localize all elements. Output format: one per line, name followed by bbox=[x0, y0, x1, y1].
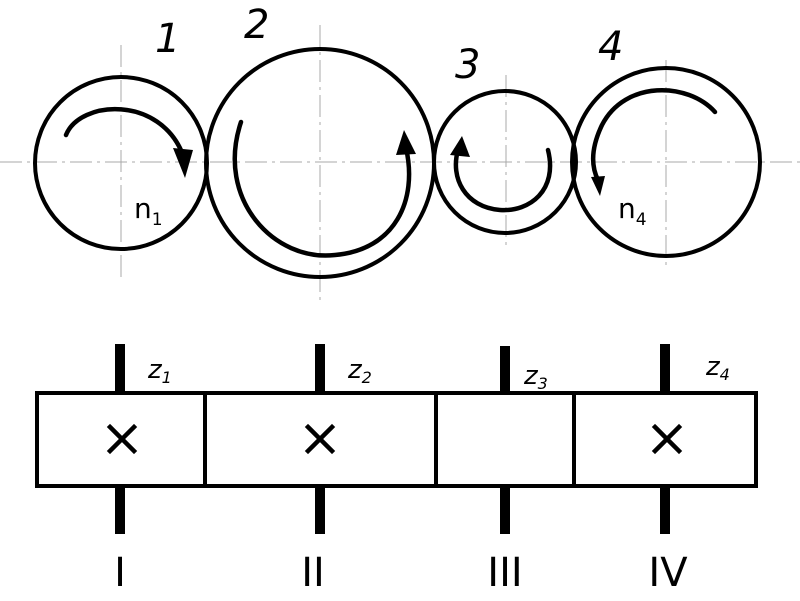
gear-1-speed-label: n1 bbox=[134, 192, 163, 230]
gear-4-rotation-arrow bbox=[591, 87, 718, 196]
block-2-z-subscript: 2 bbox=[362, 368, 372, 387]
gear-3-number: 3 bbox=[455, 42, 480, 88]
gear-block-4 bbox=[572, 391, 758, 488]
block-1-cross-mark bbox=[106, 423, 138, 455]
gear-block-3 bbox=[434, 391, 576, 488]
shaft-2-bottom bbox=[315, 486, 325, 534]
gear-2-number: 2 bbox=[244, 2, 269, 48]
gear-1-number: 1 bbox=[155, 16, 180, 62]
block-2-cross-mark bbox=[304, 423, 336, 455]
block-2-z-label: z2 bbox=[347, 355, 372, 387]
shaft-1-top bbox=[115, 344, 125, 394]
shaft-4-top bbox=[660, 344, 670, 394]
block-4-z-label: z4 bbox=[705, 352, 730, 384]
shaft-2-label: II bbox=[301, 550, 325, 596]
gear-4-speed-label: n4 bbox=[618, 192, 647, 230]
shaft-3-label: III bbox=[487, 550, 522, 596]
block-3-z-label: z3 bbox=[523, 361, 548, 393]
gear-1-rotation-arrow bbox=[63, 107, 193, 178]
block-2-z-symbol: z bbox=[347, 355, 363, 385]
gear-4-speed-subscript: 4 bbox=[636, 210, 647, 230]
block-3-z-subscript: 3 bbox=[538, 374, 548, 393]
gear-4-number: 4 bbox=[598, 24, 623, 70]
shaft-3-top bbox=[500, 346, 510, 394]
gear-2-rotation-arrow bbox=[232, 119, 416, 258]
gear-3 bbox=[432, 89, 578, 235]
gear-1-speed-symbol: n bbox=[134, 192, 152, 225]
block-1-z-label: z1 bbox=[147, 355, 172, 387]
gear-1-speed-subscript: 1 bbox=[152, 210, 163, 230]
shaft-3-bottom bbox=[500, 486, 510, 534]
block-4-cross-mark bbox=[651, 423, 683, 455]
block-4-z-subscript: 4 bbox=[720, 365, 730, 384]
shaft-4-label: IV bbox=[648, 550, 688, 596]
gear-4-speed-symbol: n bbox=[618, 192, 636, 225]
gear-4 bbox=[570, 66, 762, 258]
shaft-1-bottom bbox=[115, 486, 125, 534]
block-3-z-symbol: z bbox=[523, 361, 539, 391]
block-1-z-symbol: z bbox=[147, 355, 163, 385]
block-4-z-symbol: z bbox=[705, 352, 721, 382]
block-1-z-subscript: 1 bbox=[162, 368, 172, 387]
gear-3-rotation-arrow bbox=[450, 136, 553, 213]
shaft-4-bottom bbox=[660, 486, 670, 534]
shaft-1-label: I bbox=[114, 550, 126, 596]
shaft-2-top bbox=[315, 344, 325, 394]
